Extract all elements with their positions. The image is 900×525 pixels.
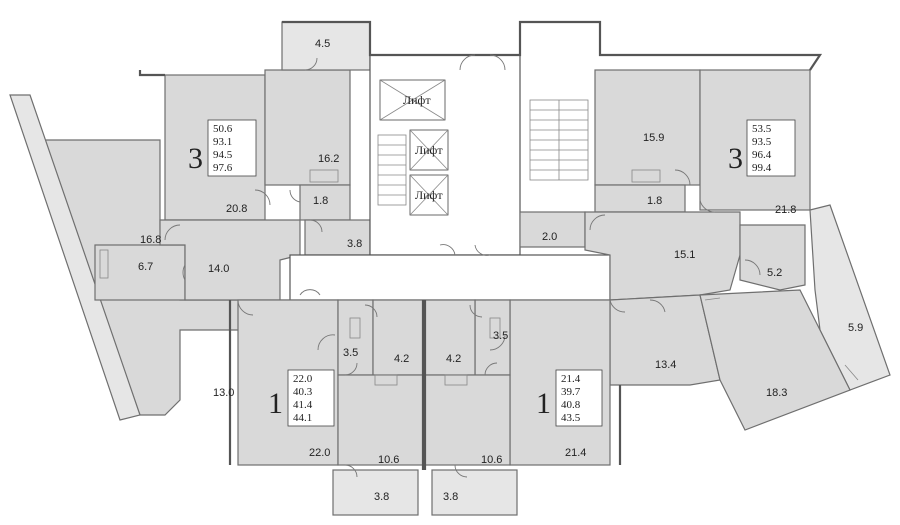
area-label: 3.8 xyxy=(374,491,389,503)
apartment-summary-right-1: 1 21.4 39.7 40.8 43.5 xyxy=(536,369,603,427)
area-label: 6.7 xyxy=(138,261,153,273)
area-value: 21.4 xyxy=(561,373,581,385)
rooms-count: 3 xyxy=(728,142,743,175)
area-label: 2.0 xyxy=(542,231,557,243)
lift-label-2: Лифт xyxy=(415,143,443,157)
area-label: 3.5 xyxy=(343,347,358,359)
area-label: 1.8 xyxy=(313,195,328,207)
stairs-left xyxy=(377,134,407,206)
hall-left-1 xyxy=(337,299,374,376)
balcony-left-1 xyxy=(332,469,419,516)
area-label: 4.2 xyxy=(446,353,461,365)
area-value: 97.6 xyxy=(213,162,233,174)
area-label: 13.0 xyxy=(213,387,234,399)
area-value: 93.1 xyxy=(213,136,232,148)
fixtures xyxy=(99,169,859,386)
area-value: 39.7 xyxy=(561,386,581,398)
area-label: 3.5 xyxy=(493,330,508,342)
area-label: 16.2 xyxy=(318,153,339,165)
kitchen-right-1 xyxy=(424,374,511,466)
apartment-summary-right-3: 3 53.5 93.5 96.4 99.4 xyxy=(728,119,796,177)
area-value: 93.5 xyxy=(752,136,772,148)
area-label: 18.3 xyxy=(766,387,787,399)
area-label: 15.9 xyxy=(643,132,664,144)
outer-wall xyxy=(282,20,823,71)
area-label: 3.8 xyxy=(347,238,362,250)
area-label: 4.2 xyxy=(394,353,409,365)
area-value: 44.1 xyxy=(293,412,312,424)
area-label: 21.4 xyxy=(565,447,586,459)
area-value: 53.5 xyxy=(752,123,772,135)
loggia-left xyxy=(9,94,141,421)
apartment-summary-left-3: 3 50.6 93.1 94.5 97.6 xyxy=(188,119,257,177)
area-label: 15.1 xyxy=(674,249,695,261)
area-value: 40.3 xyxy=(293,386,313,398)
stairs-right xyxy=(529,99,589,181)
balcony-right-1 xyxy=(431,469,518,516)
area-label: 16.8 xyxy=(140,234,161,246)
area-label: 4.5 xyxy=(315,38,330,50)
area-value: 22.0 xyxy=(293,373,313,385)
area-label: 22.0 xyxy=(309,447,330,459)
wc-right-3 xyxy=(739,224,806,291)
area-value: 96.4 xyxy=(752,149,772,161)
area-label: 10.6 xyxy=(481,454,502,466)
area-value: 94.5 xyxy=(213,149,233,161)
rooms-count: 3 xyxy=(188,142,203,175)
apartment-summary-left-1: 1 22.0 40.3 41.4 44.1 xyxy=(268,369,335,427)
area-value: 99.4 xyxy=(752,162,772,174)
area-label: 20.8 xyxy=(226,203,247,215)
area-value: 43.5 xyxy=(561,412,581,424)
room-right-3d xyxy=(699,289,851,431)
kitchen-left-1 xyxy=(337,374,424,466)
area-label: 13.4 xyxy=(655,359,676,371)
area-label: 5.9 xyxy=(848,322,863,334)
store-right-3 xyxy=(519,211,586,248)
area-label: 3.8 xyxy=(443,491,458,503)
area-value: 40.8 xyxy=(561,399,581,411)
bath-right-3 xyxy=(594,184,686,213)
room-right-3 xyxy=(594,69,701,186)
door-swings xyxy=(164,54,761,478)
area-value: 50.6 xyxy=(213,123,233,135)
kitchen-left-3 xyxy=(264,69,351,186)
rooms-count: 1 xyxy=(268,387,283,420)
area-label: 14.0 xyxy=(208,263,229,275)
rooms-count: 1 xyxy=(536,387,551,420)
area-label: 10.6 xyxy=(378,454,399,466)
lift-label-1: Лифт xyxy=(403,93,431,107)
lift-label-3: Лифт xyxy=(415,188,443,202)
corridor xyxy=(289,254,611,301)
balcony-top xyxy=(281,21,371,71)
area-label: 5.2 xyxy=(767,267,782,279)
area-label: 1.8 xyxy=(647,195,662,207)
area-value: 41.4 xyxy=(293,399,313,411)
area-label: 21.8 xyxy=(775,204,796,216)
